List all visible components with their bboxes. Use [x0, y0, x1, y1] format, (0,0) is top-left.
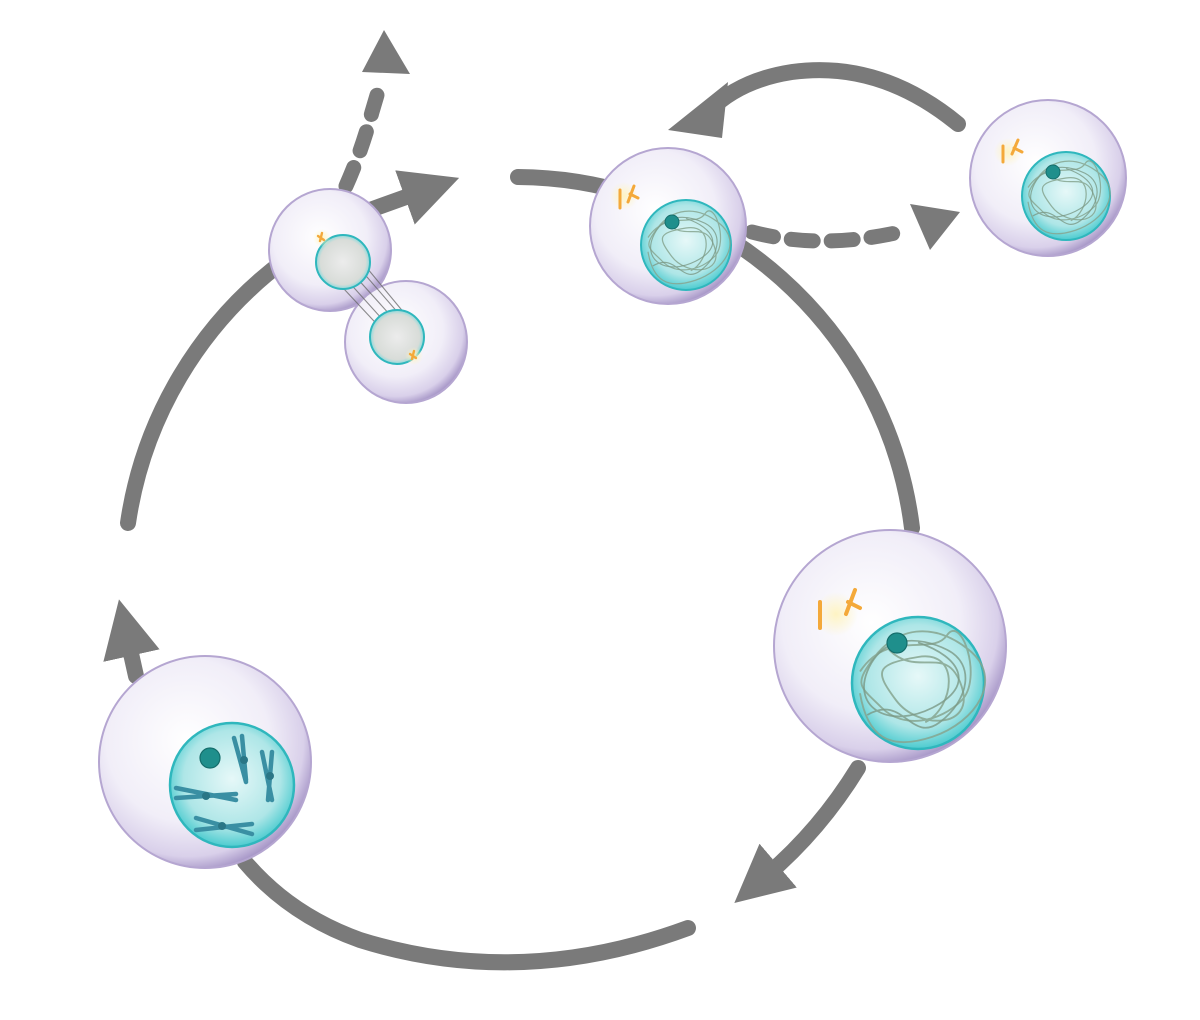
- exit-arrow-head: [362, 30, 410, 74]
- resting-exit-arrow: [744, 204, 960, 250]
- cycle-arcs: [103, 169, 920, 971]
- small-cell-icon: [589, 147, 747, 305]
- resting-cell-icon: [969, 99, 1127, 257]
- dividing-cell-icon: [268, 188, 468, 404]
- arc-left-up: [103, 599, 160, 684]
- large-cell-icon: [773, 529, 1007, 763]
- arc-top-arrow: [362, 170, 460, 225]
- resting-return-arrow-head: [668, 82, 728, 138]
- resting-return-arrow: [668, 62, 966, 138]
- condensed-chromosomes-cell-icon: [98, 655, 312, 869]
- arc-bottom: [237, 854, 696, 971]
- arc-right-to-bottom: [734, 760, 866, 903]
- resting-exit-arrow-head: [910, 204, 960, 250]
- exit-arrow: [338, 30, 410, 194]
- arc-left: [120, 252, 293, 531]
